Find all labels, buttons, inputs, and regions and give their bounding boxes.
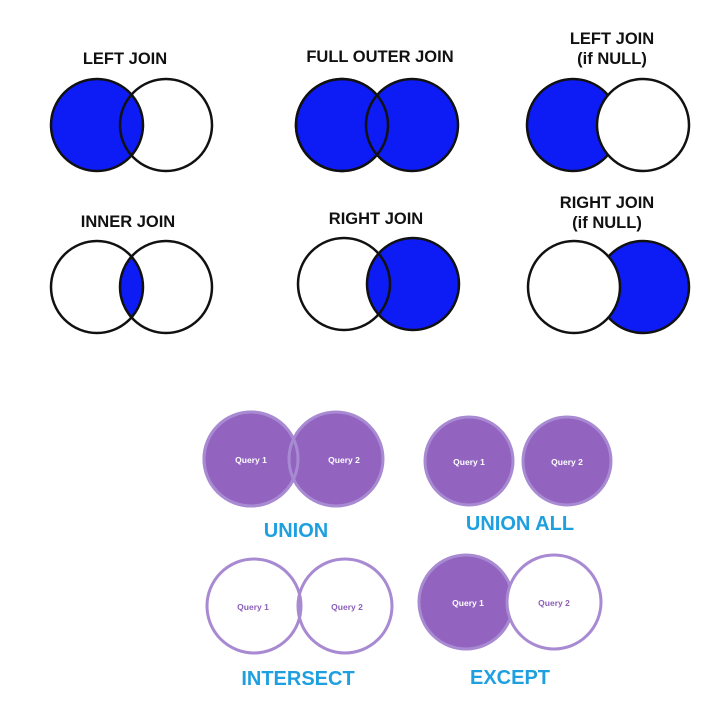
intersect-right-label: Query 2 <box>331 602 363 612</box>
right-join-null-title-line2: (if NULL) <box>572 214 642 232</box>
union-left-outline <box>202 410 300 508</box>
except-left-label: Query 1 <box>452 598 484 608</box>
inner-join-title: INNER JOIN <box>81 213 175 231</box>
intersect-left-label: Query 1 <box>237 602 269 612</box>
right-join-diagram: RIGHT JOIN <box>296 210 461 332</box>
right-join-null-left-circle <box>526 239 622 335</box>
union-right-circle <box>287 410 385 508</box>
right-join-right-circle <box>365 236 461 332</box>
union-all-right-circle <box>521 415 613 507</box>
full-outer-join-diagram: FULL OUTER JOIN <box>294 48 460 173</box>
left-join-null-title-line1: LEFT JOIN <box>570 30 654 48</box>
full-outer-join-left-outline <box>294 77 390 173</box>
except-diagram: Query 1 Query 2 EXCEPT <box>417 553 603 689</box>
left-join-title: LEFT JOIN <box>83 50 167 68</box>
except-right-label: Query 2 <box>538 598 570 608</box>
union-all-right-label: Query 2 <box>551 457 583 467</box>
union-all-left-label: Query 1 <box>453 457 485 467</box>
right-join-title: RIGHT JOIN <box>329 210 423 228</box>
union-all-left-circle <box>423 415 515 507</box>
full-outer-join-right-circle <box>364 77 460 173</box>
inner-join-right-circle <box>118 239 214 335</box>
full-outer-join-title: FULL OUTER JOIN <box>306 48 453 66</box>
intersect-right-circle <box>296 557 394 655</box>
left-join-null-right-circle <box>595 77 691 173</box>
union-all-diagram: Query 1 Query 2 UNION ALL <box>423 415 613 535</box>
intersect-diagram: Query 1 Query 2 INTERSECT <box>205 557 394 690</box>
right-join-null-title-line1: RIGHT JOIN <box>560 194 654 212</box>
union-right-label: Query 2 <box>328 455 360 465</box>
left-join-right-circle <box>118 77 214 173</box>
left-join-diagram: LEFT JOIN <box>49 50 214 173</box>
left-join-left-circle <box>49 77 145 173</box>
union-all-title: UNION ALL <box>466 513 574 535</box>
union-diagram: Query 1 Query 2 UNION <box>202 410 385 542</box>
inner-join-left-circle <box>49 239 145 335</box>
except-right-circle <box>505 553 603 651</box>
intersect-left-circle <box>205 557 303 655</box>
right-join-null-diagram: RIGHT JOIN (if NULL) <box>526 194 691 335</box>
except-title: EXCEPT <box>470 667 550 689</box>
left-join-null-title-line2: (if NULL) <box>577 50 647 68</box>
left-join-null-diagram: LEFT JOIN (if NULL) <box>525 30 691 173</box>
intersect-title: INTERSECT <box>241 668 354 690</box>
union-title: UNION <box>264 520 328 542</box>
right-join-left-circle <box>296 236 392 332</box>
inner-join-diagram: INNER JOIN <box>49 213 214 335</box>
union-left-label: Query 1 <box>235 455 267 465</box>
